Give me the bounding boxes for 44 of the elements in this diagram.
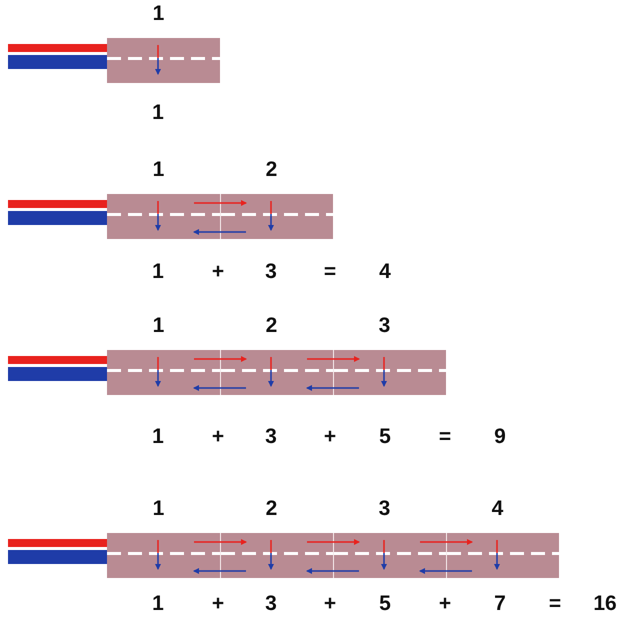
arrow [307, 356, 360, 362]
equation-term: 5 [379, 425, 391, 449]
equation-term: 5 [379, 592, 391, 616]
equation-term: 16 [593, 592, 617, 616]
equation-term: + [324, 425, 336, 449]
equation-term: 1 [152, 260, 164, 284]
arrow [193, 385, 246, 391]
arrow [194, 539, 247, 545]
equation-term: = [438, 425, 452, 449]
arrow [193, 568, 246, 574]
equation-term: + [212, 425, 224, 449]
equation-term: + [212, 592, 224, 616]
equation-term: + [324, 592, 336, 616]
equation-term: + [438, 592, 452, 616]
arrow [307, 539, 360, 545]
arrow [306, 385, 359, 391]
segment-number: 1 [152, 314, 164, 338]
equation-term: 9 [494, 425, 506, 449]
equation-term: = [324, 260, 336, 284]
arrow [194, 356, 247, 362]
segment-number: 1 [152, 2, 164, 26]
segment-number: 2 [266, 158, 278, 182]
equation-term: 4 [379, 260, 391, 284]
segment-number: 2 [266, 497, 278, 521]
arrow [420, 539, 473, 545]
segment-number: 1 [152, 158, 164, 182]
arrow [306, 568, 359, 574]
equation-term: 1 [152, 101, 164, 125]
segment-number: 2 [266, 314, 278, 338]
equation-term: 3 [265, 425, 277, 449]
segment-number: 3 [378, 314, 390, 338]
segment-number: 4 [492, 497, 504, 521]
segment-number: 1 [152, 497, 164, 521]
equation-term: 1 [152, 425, 164, 449]
arrow [419, 568, 472, 574]
segment-number: 3 [378, 497, 390, 521]
equation-term: 1 [152, 592, 164, 616]
arrow [194, 200, 247, 206]
equation-term: 7 [494, 592, 506, 616]
equation-term: = [548, 592, 562, 616]
equation-term: 3 [265, 592, 277, 616]
equation-term: + [212, 260, 224, 284]
equation-term: 3 [265, 260, 277, 284]
arrow [193, 229, 246, 235]
